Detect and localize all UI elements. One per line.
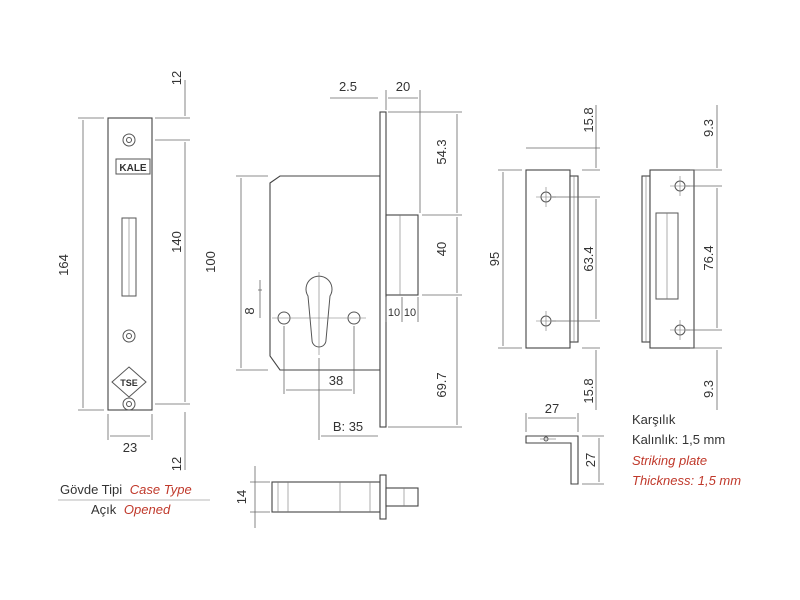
note-strike-tr: Karşılık <box>632 412 676 427</box>
dim-latch-depth: 20 <box>396 79 410 94</box>
strike-notes: Karşılık Kalınlık: 1,5 mm Striking plate… <box>632 412 741 488</box>
dim-strike-bottom-offset: 15.8 <box>581 378 596 403</box>
opened-en: Opened <box>124 502 171 517</box>
dim-angled-top-offset: 9.3 <box>701 119 716 137</box>
angle-profile-view: 27 27 <box>525 401 604 485</box>
lock-faceplate-strip <box>379 111 387 428</box>
side-view-latch <box>385 487 419 507</box>
dim-strike-height: 95 <box>487 252 502 266</box>
dim-faceplate-height: 164 <box>56 254 71 276</box>
note-strike-en: Striking plate <box>632 453 707 468</box>
case-type-caption: Gövde Tipi Case Type Açık Opened <box>58 482 210 517</box>
dim-bottom-to-latch: 69.7 <box>434 372 449 397</box>
dim-backset: B: 35 <box>333 419 363 434</box>
faceplate-outline <box>107 117 153 411</box>
dim-angle-width: 27 <box>545 401 559 416</box>
kale-logo-text: KALE <box>119 163 147 174</box>
dim-latch-height: 40 <box>434 242 449 256</box>
dim-latch-split-b: 10 <box>404 307 416 319</box>
dim-body-height: 100 <box>203 251 218 273</box>
dim-cylinder-height: 8 <box>242 307 257 314</box>
tse-logo-text: TSE <box>120 378 138 388</box>
dim-angled-bottom-offset: 9.3 <box>701 380 716 398</box>
dim-side-thickness: 14 <box>234 490 249 504</box>
note-thickness-en: Thickness: 1,5 mm <box>632 473 741 488</box>
faceplate-view: KALE TSE 164 140 12 12 <box>56 71 190 471</box>
dim-cylinder-spacing: 38 <box>329 373 343 388</box>
lock-side-view: 14 <box>234 466 419 528</box>
case-type-en: Case Type <box>130 482 192 497</box>
svg-text:Gövde Tipi Case Type: Gövde Tipi Case Type <box>60 482 192 497</box>
strike-plate-outline <box>525 169 571 349</box>
dim-latch-offset: 2.5 <box>339 79 357 94</box>
angle-profile-shape <box>525 435 579 485</box>
strike-plate-view: 95 15.8 63.4 15.8 <box>487 105 600 410</box>
dim-latch-split-a: 10 <box>388 307 400 319</box>
side-view-body <box>271 481 381 513</box>
side-view-faceplate <box>379 474 387 520</box>
dim-strike-hole-spacing: 63.4 <box>581 246 596 271</box>
faceplate-screw-hole-middle <box>122 329 136 343</box>
dim-faceplate-top-offset: 12 <box>169 71 184 85</box>
dim-faceplate-width: 23 <box>123 440 137 455</box>
faceplate-screw-hole-bottom <box>122 397 136 411</box>
faceplate-screw-hole-top <box>122 133 136 147</box>
svg-text:Açık Opened: Açık Opened <box>91 502 171 517</box>
dim-faceplate-hole-spacing: 140 <box>169 231 184 253</box>
dim-angled-hole-spacing: 76.4 <box>701 245 716 270</box>
cylinder-cutout <box>305 275 333 348</box>
note-thickness-tr: Kalınlık: 1,5 mm <box>632 432 725 447</box>
angled-strike-view: 9.3 76.4 9.3 <box>641 105 722 410</box>
tse-logo: TSE <box>111 366 147 398</box>
opened-tr: Açık <box>91 502 117 517</box>
lock-body-outline <box>269 175 381 371</box>
dim-faceplate-bottom-offset: 12 <box>169 457 184 471</box>
dim-angle-height: 27 <box>583 453 598 467</box>
angled-strike-outline <box>649 169 695 349</box>
dim-strike-top-offset: 15.8 <box>581 107 596 132</box>
lock-body-view: 100 8 38 B: 35 2.5 20 54.3 40 69.7 <box>203 79 462 440</box>
kale-logo: KALE <box>115 158 151 175</box>
latch-bolt <box>385 214 419 296</box>
case-type-tr: Gövde Tipi <box>60 482 122 497</box>
dim-top-to-latch: 54.3 <box>434 139 449 164</box>
